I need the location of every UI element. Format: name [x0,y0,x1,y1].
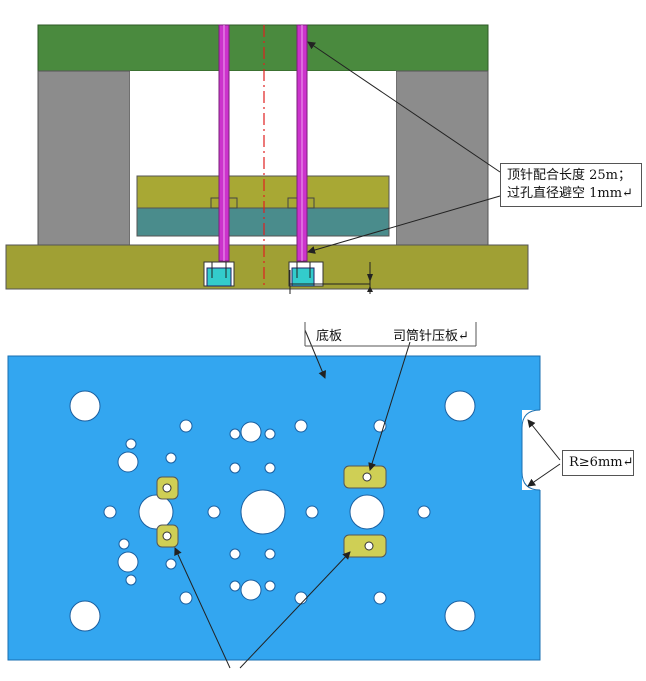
callout-line-2: 过孔直径避空 1mm↵ [507,186,633,201]
small-holes [103,419,431,605]
radius-leader-bottom [527,463,561,487]
right-support-column [395,70,489,246]
ejector-pin-callout: 顶针配合长度 25m； 过孔直径避空 1mm↵ [500,163,642,207]
pad-leader-left [174,547,231,669]
sleeve-left [206,267,232,287]
bottom-plate-leader [304,329,326,379]
sleeve-plate-leader [368,341,411,471]
corner-holes [69,390,476,632]
callout-leader-bottom [307,195,501,254]
callout-line-1: 顶针配合长度 25m； [507,168,632,183]
left-large-hole [138,494,174,530]
bottom-clamp-plate [5,244,529,290]
ejector-retainer-plate [136,175,390,209]
callout-leader-top [307,41,501,173]
ejector-plate [136,207,390,237]
top-clamp-plate [37,24,489,72]
retainer-pads [156,465,387,558]
center-hole [240,489,286,535]
left-support-column [37,70,131,246]
sleeve-right [291,267,315,287]
bottom-plate-label: 底板 [316,329,343,344]
sleeve-plate-label: 司筒针压板↵ [393,329,469,344]
radius-callout: R≥6mm↵ [562,450,634,476]
bottom-plan-view [7,322,561,669]
radius-leader-top [527,419,561,461]
right-large-hole [349,494,385,530]
top-section-view [5,24,529,294]
pad-leader-right [239,551,351,669]
